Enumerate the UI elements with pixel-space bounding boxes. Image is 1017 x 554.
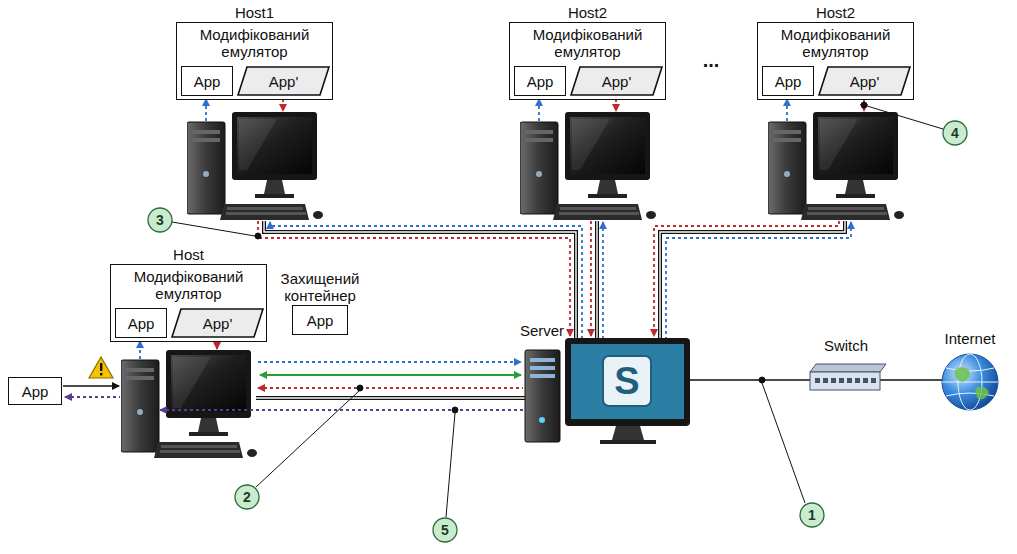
emulator-box: Host2Модифікований емуляторAppApp' [509,22,666,100]
app-copy-shape: App' [237,66,330,96]
parallelogram-shape [571,67,662,95]
node-heading: Host1 [235,4,274,21]
device-label: Switch [824,337,868,354]
node-text: App' [602,73,632,90]
callout-number: 3 [156,212,164,229]
node-text: App [194,73,221,90]
ellipsis: ... [703,52,720,69]
app-box: App [8,377,62,405]
node-text: App' [850,73,880,90]
node-heading: Host2 [816,4,855,21]
node-text: App [22,383,49,400]
node-heading: Host2 [568,4,607,21]
node-text: Модифікований емулятор [111,265,266,302]
host-server-links [258,221,851,338]
node-text: App [775,73,802,90]
host1-computer [187,112,323,220]
emulator-box: Host1Модифікований емуляторAppApp' [176,22,333,100]
external-app-links [63,386,120,397]
node-heading: Host [173,246,204,263]
callout-number: 4 [951,125,959,142]
app-box: App [762,66,814,96]
app-box: App [514,66,566,96]
callout-number: 1 [808,507,816,524]
host-server-bottom-links [160,362,525,410]
internet-globe [942,354,998,410]
parallelogram-shape [819,67,910,95]
node-text: Модифікований емулятор [510,23,665,60]
server-monitor [565,338,690,444]
host-computer [121,350,257,458]
node-text: Модифікований емулятор [758,23,913,60]
callout-circles [148,121,967,542]
node-text: Модифікований емулятор [177,23,332,60]
host3-computer [768,112,904,220]
callout-leaders [172,102,943,517]
app-copy-shape: App' [570,66,663,96]
app-box: App [181,66,233,96]
node-text: App' [203,315,233,332]
switch-icon [810,364,886,390]
container-box: Захищений контейнерApp [292,305,348,335]
callout-number: 2 [243,489,251,506]
node-heading: Захищений контейнер [265,270,375,304]
node-text: App [307,312,334,329]
warning-icon [89,357,113,378]
app-copy-shape: App' [818,66,911,96]
parallelogram-shape [172,309,263,337]
emulator-arrows [140,99,864,359]
server-tower [525,350,560,442]
app-copy-shape: App' [171,308,264,338]
node-text: App' [269,73,299,90]
emulator-box: Host2Модифікований емуляторAppApp' [757,22,914,100]
emulator-box: HostМодифікований емуляторAppApp' [110,264,267,342]
callout-number: 5 [441,522,449,539]
server-mark: S [614,361,639,401]
device-label: Server [520,322,564,339]
app-box: App [115,308,167,338]
device-label: Internet [945,330,996,347]
host2-computer [520,112,656,220]
node-text: App [527,73,554,90]
parallelogram-shape [238,67,329,95]
node-text: App [128,315,155,332]
